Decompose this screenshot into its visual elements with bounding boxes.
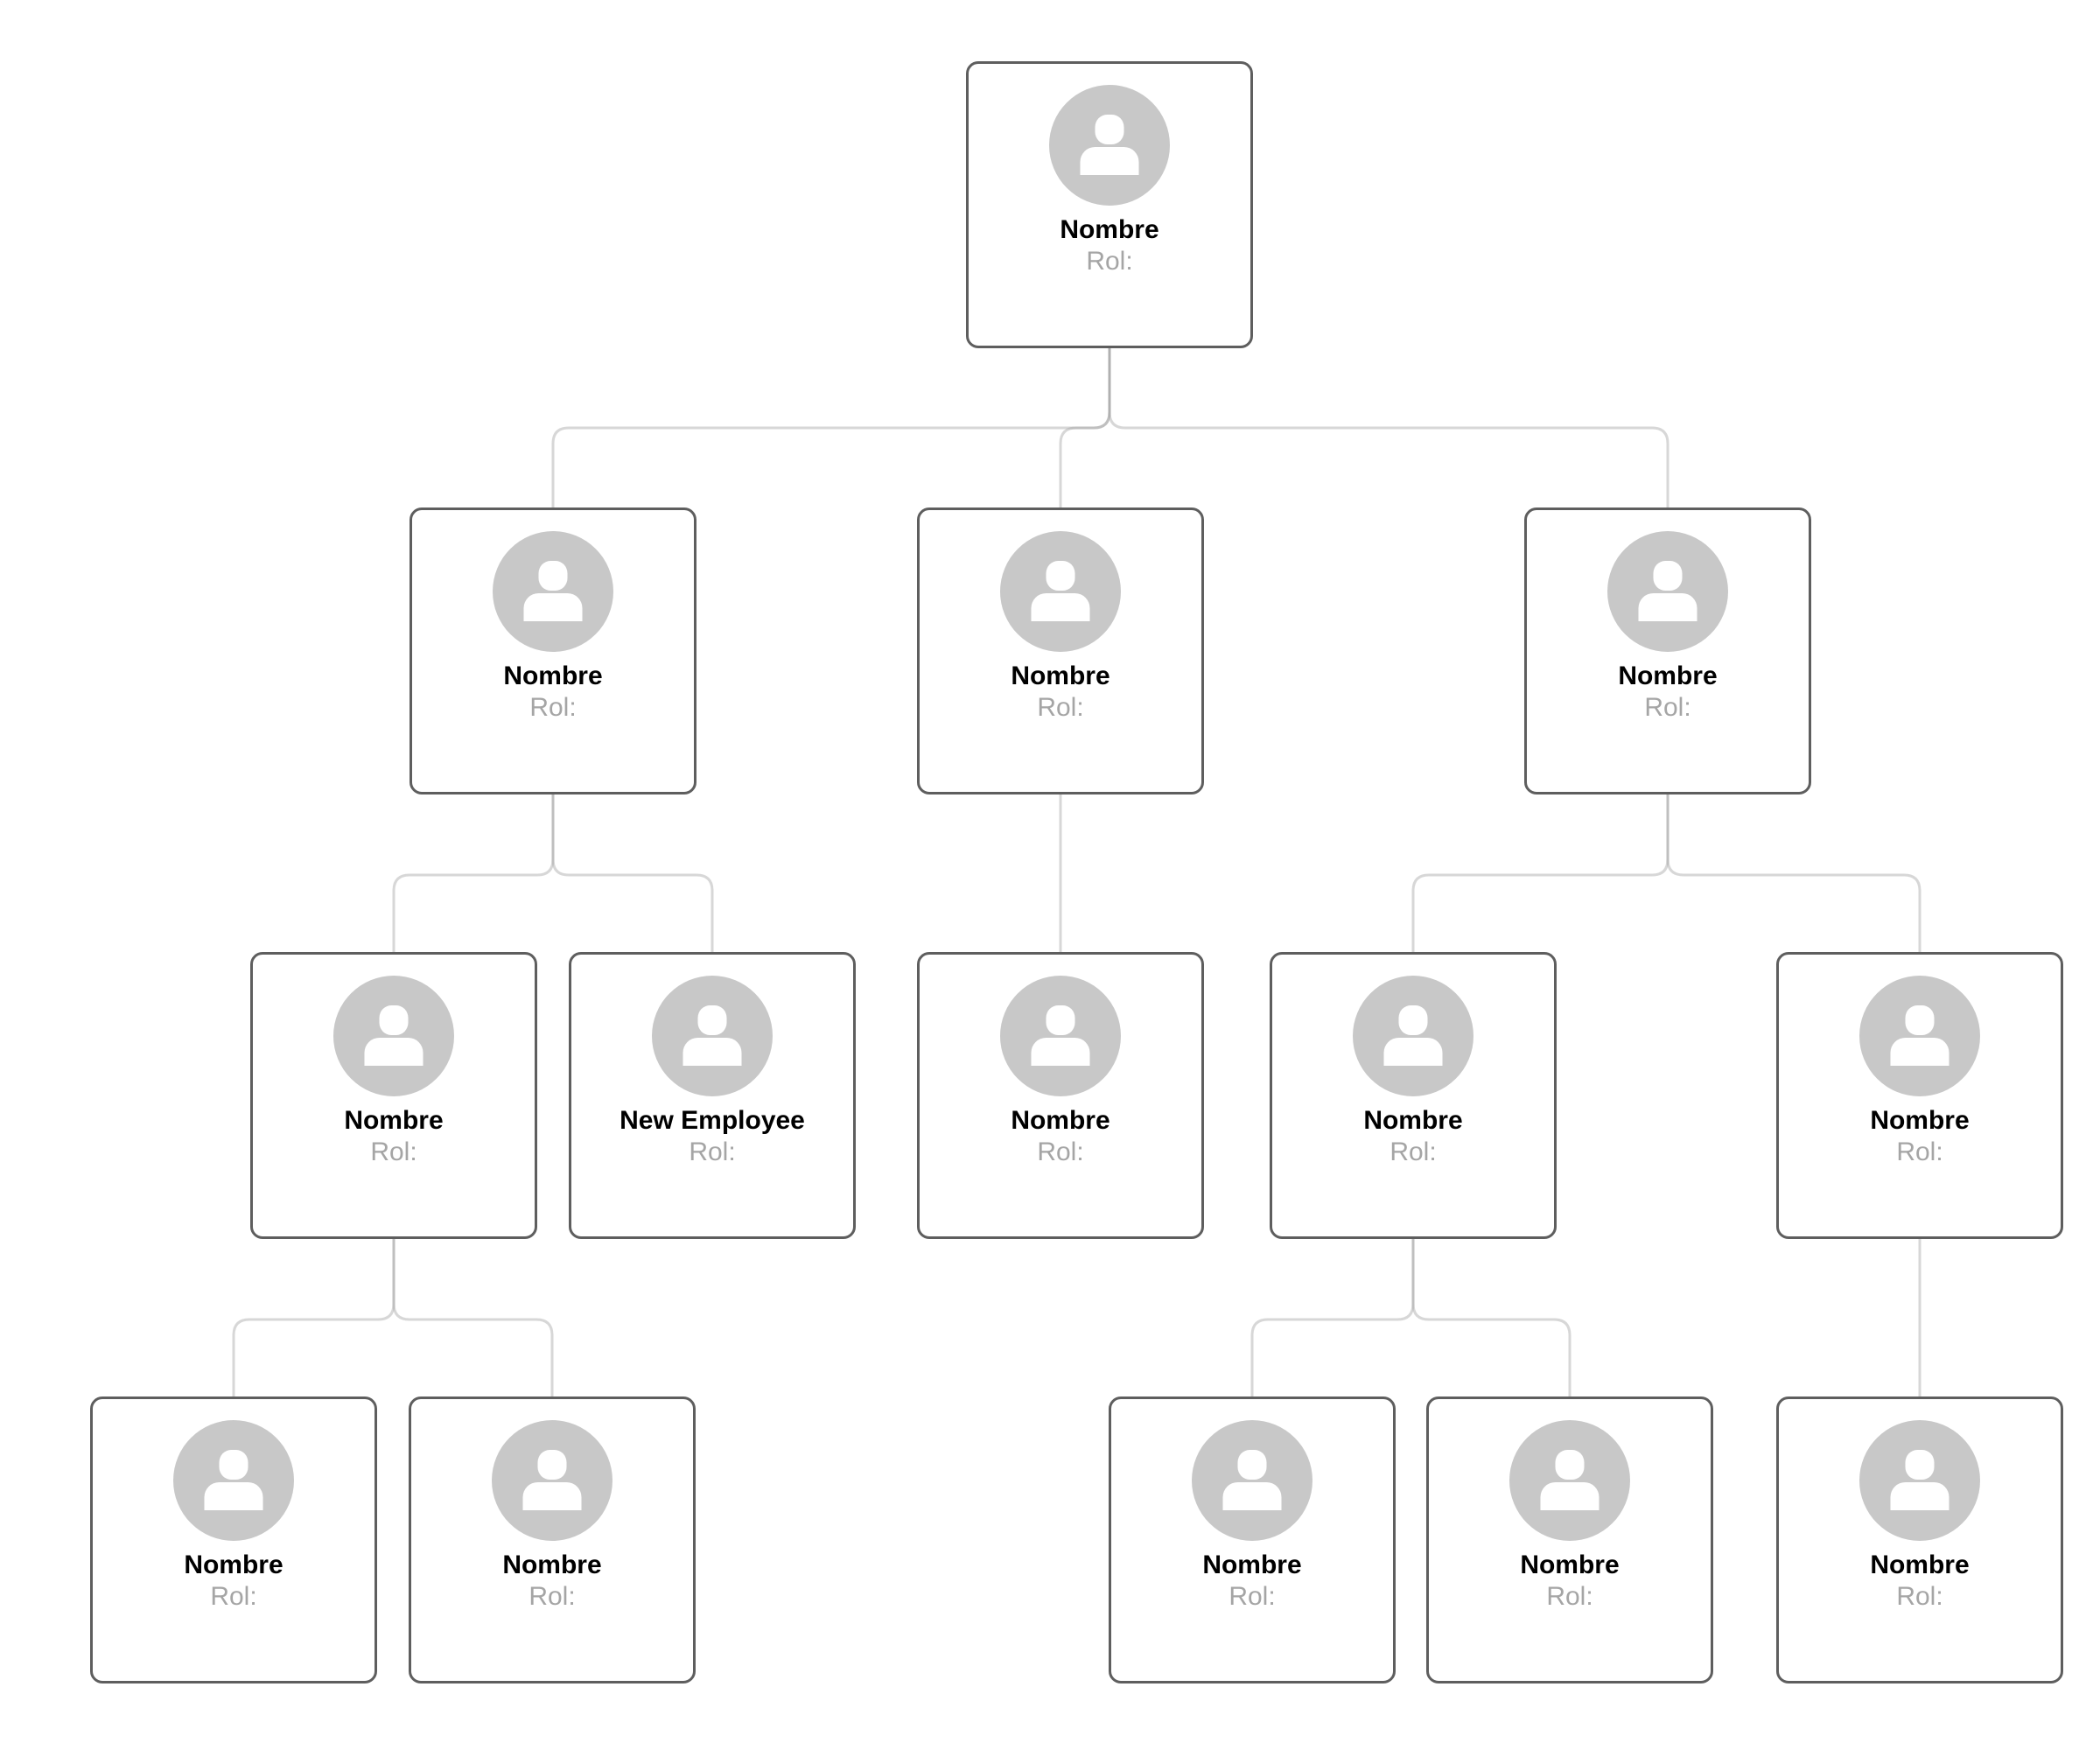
connector-n1-n3 — [1059, 348, 1111, 508]
connector-n1-n2 — [551, 348, 1111, 508]
org-node-n5[interactable]: Nombre Rol: — [250, 952, 537, 1239]
node-name: Nombre — [503, 662, 603, 690]
org-node-n9[interactable]: Nombre Rol: — [1776, 952, 2063, 1239]
person-icon — [1000, 976, 1121, 1096]
node-role: Rol: — [1644, 693, 1691, 722]
person-icon — [652, 976, 773, 1096]
person-icon — [1859, 1420, 1980, 1541]
connector-n2-n6 — [551, 794, 714, 952]
node-role: Rol: — [1896, 1138, 1943, 1166]
org-node-n11[interactable]: Nombre Rol: — [409, 1396, 696, 1684]
connector-n1-n4 — [1108, 348, 1670, 508]
person-icon — [1607, 531, 1728, 652]
node-name: Nombre — [1870, 1106, 1970, 1135]
person-icon — [1859, 976, 1980, 1096]
node-name: Nombre — [1618, 662, 1718, 690]
node-role: Rol: — [1037, 693, 1084, 722]
org-node-n4[interactable]: Nombre Rol: — [1524, 508, 1811, 794]
node-name: Nombre — [1363, 1106, 1463, 1135]
person-icon — [492, 1420, 612, 1541]
node-role: Rol: — [528, 1582, 576, 1611]
node-role: Rol: — [529, 693, 577, 722]
connector-n8-n13 — [1411, 1239, 1572, 1396]
person-icon — [1192, 1420, 1312, 1541]
connector-n4-n9 — [1666, 794, 1922, 952]
org-node-n12[interactable]: Nombre Rol: — [1109, 1396, 1396, 1684]
node-name: Nombre — [1060, 215, 1159, 244]
node-name: New Employee — [620, 1106, 805, 1135]
node-name: Nombre — [1011, 1106, 1110, 1135]
person-icon — [1049, 85, 1170, 206]
org-node-n6[interactable]: New Employee Rol: — [569, 952, 856, 1239]
node-role: Rol: — [1896, 1582, 1943, 1611]
node-role: Rol: — [1546, 1582, 1593, 1611]
org-node-n3[interactable]: Nombre Rol: — [917, 508, 1204, 794]
person-icon — [333, 976, 454, 1096]
connector-n5-n11 — [392, 1239, 554, 1396]
connector-n2-n5 — [392, 794, 555, 952]
node-name: Nombre — [184, 1550, 284, 1579]
node-role: Rol: — [1390, 1138, 1437, 1166]
org-node-n8[interactable]: Nombre Rol: — [1270, 952, 1557, 1239]
connector-n5-n10 — [232, 1239, 396, 1396]
org-node-n2[interactable]: Nombre Rol: — [410, 508, 696, 794]
org-node-n14[interactable]: Nombre Rol: — [1776, 1396, 2063, 1684]
person-icon — [1353, 976, 1474, 1096]
node-name: Nombre — [1520, 1550, 1620, 1579]
node-name: Nombre — [1011, 662, 1110, 690]
node-role: Rol: — [210, 1582, 257, 1611]
org-node-n1[interactable]: Nombre Rol: — [966, 61, 1253, 348]
node-name: Nombre — [502, 1550, 602, 1579]
person-icon — [1000, 531, 1121, 652]
node-name: Nombre — [1202, 1550, 1302, 1579]
node-role: Rol: — [370, 1138, 417, 1166]
node-name: Nombre — [344, 1106, 444, 1135]
node-name: Nombre — [1870, 1550, 1970, 1579]
org-node-n7[interactable]: Nombre Rol: — [917, 952, 1204, 1239]
org-node-n10[interactable]: Nombre Rol: — [90, 1396, 377, 1684]
node-role: Rol: — [1086, 247, 1133, 276]
node-role: Rol: — [1228, 1582, 1276, 1611]
node-role: Rol: — [689, 1138, 736, 1166]
connector-n4-n8 — [1411, 794, 1670, 952]
node-role: Rol: — [1037, 1138, 1084, 1166]
connector-n8-n12 — [1250, 1239, 1415, 1396]
person-icon — [1509, 1420, 1630, 1541]
org-node-n13[interactable]: Nombre Rol: — [1426, 1396, 1713, 1684]
person-icon — [493, 531, 613, 652]
person-icon — [173, 1420, 294, 1541]
